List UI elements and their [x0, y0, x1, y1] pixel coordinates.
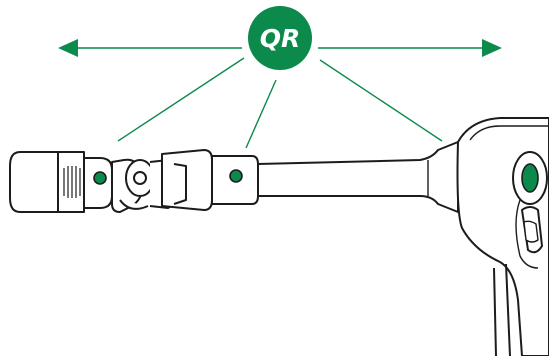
extension-release-button-icon — [229, 169, 243, 183]
socket-release-button-icon — [93, 171, 107, 185]
leader-line-extension — [245, 79, 277, 149]
extension-bar — [257, 141, 459, 213]
qr-badge: QR — [248, 6, 312, 70]
ratchet-head — [456, 117, 549, 356]
qr-badge-label: QR — [260, 24, 301, 53]
leader-lines — [117, 57, 443, 149]
universal-joint — [111, 149, 213, 213]
arrow-right-icon — [318, 39, 502, 57]
direction-arrows — [58, 39, 502, 57]
leader-line-ratchet — [319, 59, 443, 142]
socket — [9, 151, 113, 213]
socket-knurl — [63, 166, 81, 198]
ratchet-release-button-icon — [521, 163, 539, 193]
leader-line-socket — [117, 57, 245, 142]
arrow-left-icon — [58, 39, 242, 57]
